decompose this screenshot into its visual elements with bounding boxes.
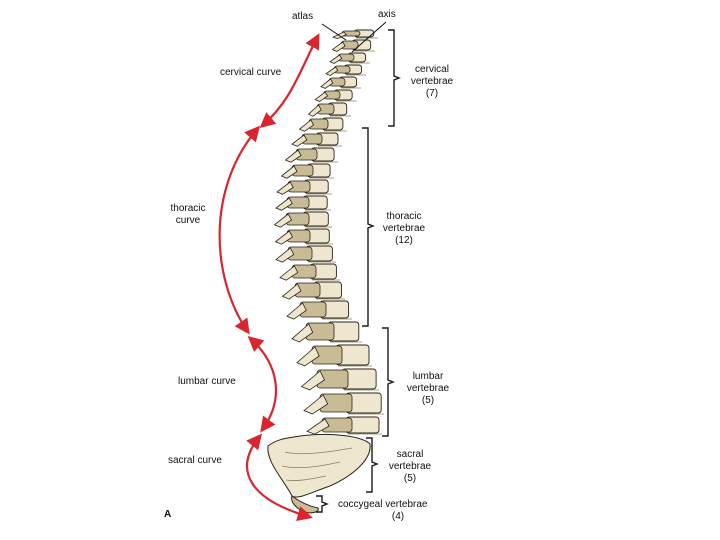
vertebral-column xyxy=(268,30,384,513)
cervical-vertebrae-count: (7) xyxy=(400,88,464,100)
lumbar-curve-label: lumbar curve xyxy=(178,376,236,388)
coccygeal-vertebrae-count: (4) xyxy=(380,511,416,523)
thoracic-spinous-process xyxy=(300,120,314,131)
thoracic-curve-arrow xyxy=(220,128,258,332)
sacral-vertebrae-count: (5) xyxy=(378,473,442,485)
thoracic-spinous-process xyxy=(277,182,293,194)
coccygeal-vertebrae-label: coccygeal vertebrae xyxy=(338,499,428,511)
lumbar-bracket xyxy=(382,328,393,436)
lumbar-vertebrae-label: lumbar vertebrae xyxy=(396,371,460,395)
lumbar-vertebrae-count: (5) xyxy=(396,395,460,407)
thoracic-vertebrae-label: thoracic vertebrae xyxy=(372,211,436,235)
thoracic-spinous-process xyxy=(276,198,292,210)
coccyx xyxy=(292,496,319,513)
atlas-label: atlas xyxy=(292,11,313,23)
thoracic-spinous-process xyxy=(292,135,307,146)
cervical-curve-arrow xyxy=(262,36,318,126)
lumbar-curve-arrow xyxy=(250,338,276,430)
cervical-bracket xyxy=(388,30,399,126)
thoracic-curve-label: thoracic curve xyxy=(160,203,216,227)
cervical-spinous-process xyxy=(326,67,338,75)
cervical-vertebrae-label: cervical vertebrae xyxy=(400,64,464,88)
thoracic-vertebrae-count: (12) xyxy=(372,235,436,247)
axis-label: axis xyxy=(378,9,396,21)
sacral-curve-label: sacral curve xyxy=(168,455,222,467)
panel-letter: A xyxy=(164,509,171,521)
cervical-spinous-process xyxy=(333,42,346,51)
sacral-vertebrae-label: sacral vertebrae xyxy=(378,449,442,473)
cervical-spinous-process xyxy=(309,105,322,116)
cervical-spinous-process xyxy=(315,92,327,101)
thoracic-spinous-process xyxy=(282,166,298,178)
cervical-spinous-process xyxy=(321,79,333,88)
cervical-spinous-process xyxy=(330,55,342,63)
thoracic-spinous-process xyxy=(286,150,302,162)
cervical-curve-label: cervical curve xyxy=(220,67,281,79)
